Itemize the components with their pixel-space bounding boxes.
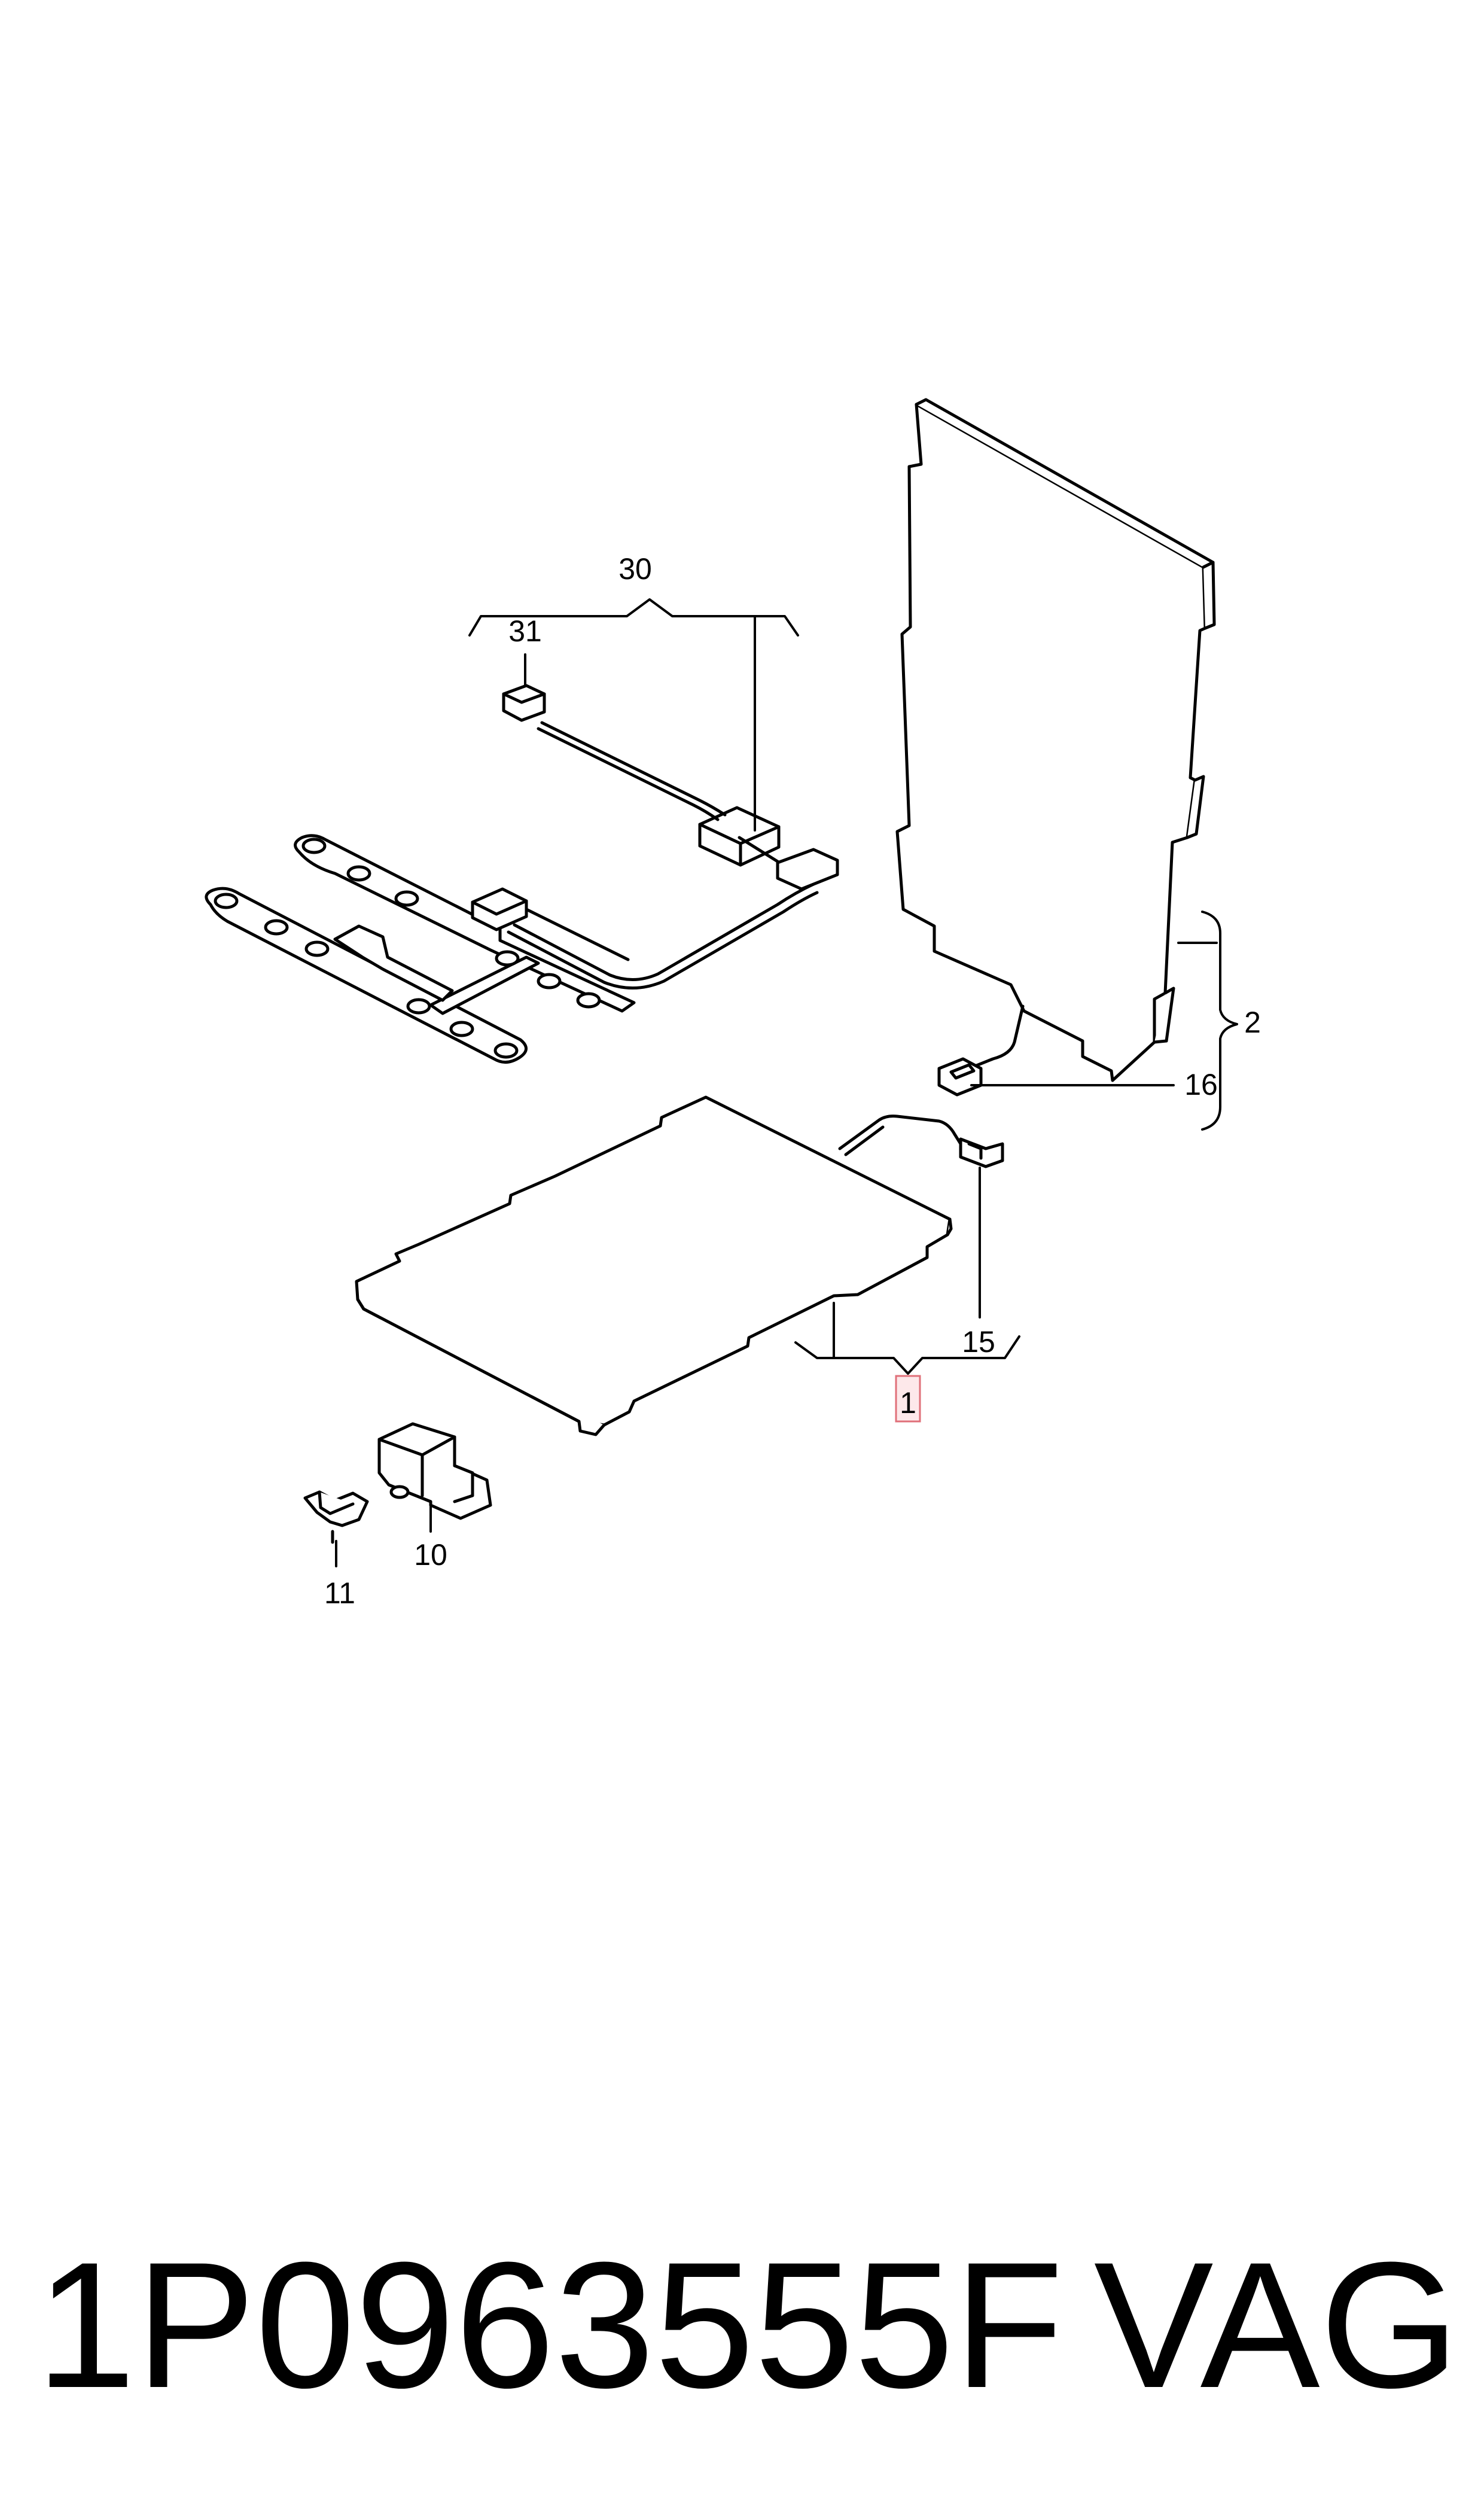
sensor-end-connector — [502, 684, 546, 722]
callout-1-highlight — [895, 1375, 921, 1423]
retaining-clip — [303, 1490, 369, 1544]
sensor-module — [537, 721, 839, 891]
callout-1: 1 — [900, 1386, 916, 1420]
callout-2: 2 — [1244, 1006, 1261, 1039]
seat-heating-panel — [355, 1095, 953, 1436]
brand-caption: VAG — [1094, 2224, 1459, 2425]
callout-11: 11 — [324, 1576, 355, 1610]
control-module — [377, 1422, 492, 1520]
callout-10: 10 — [414, 1538, 447, 1572]
sensor-mat — [205, 834, 819, 1064]
callout-30: 30 — [618, 552, 652, 586]
part-number-caption: 1P0963555F — [36, 2224, 1064, 2425]
leader-2 — [1177, 911, 1238, 1131]
leader-1 — [794, 1302, 1020, 1375]
seat-panel-connector — [838, 1115, 1004, 1168]
backrest-connector — [937, 1004, 1025, 1097]
backrest-heating-panel — [895, 398, 1216, 1082]
leader-30 — [468, 598, 799, 832]
callout-16: 16 — [1184, 1068, 1218, 1101]
callout-15: 15 — [962, 1325, 995, 1359]
callout-31: 31 — [508, 614, 542, 648]
